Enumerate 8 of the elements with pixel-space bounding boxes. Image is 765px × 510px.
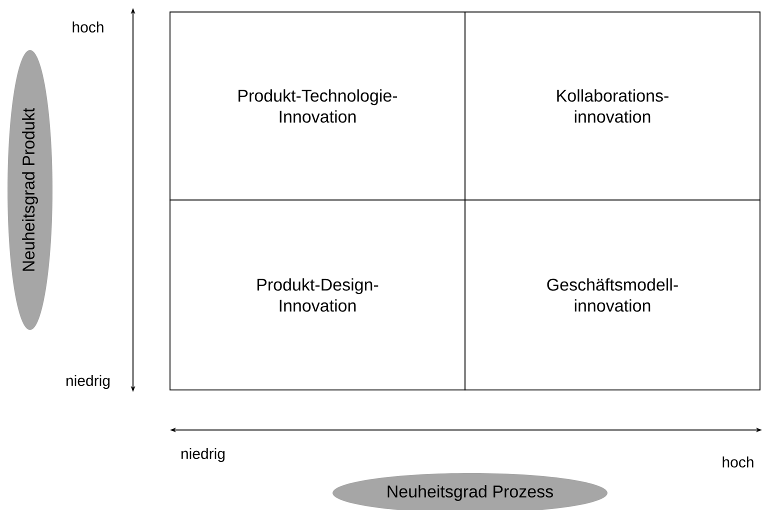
axis-end-label: niedrig bbox=[66, 375, 110, 389]
axis-end-label: hoch bbox=[722, 456, 754, 468]
axis-end-label: hoch bbox=[72, 21, 104, 32]
quadrant-box: Produkt-Technologie- Innovation bbox=[170, 12, 466, 200]
axis-end-label: niedrig bbox=[181, 448, 225, 462]
quadrant-box: Geschäftsmodell- innovation bbox=[464, 200, 760, 390]
quadrant-box: Kollaborations- innovation bbox=[464, 12, 760, 200]
quadrant-box: Produkt-Design- Innovation bbox=[170, 200, 466, 390]
